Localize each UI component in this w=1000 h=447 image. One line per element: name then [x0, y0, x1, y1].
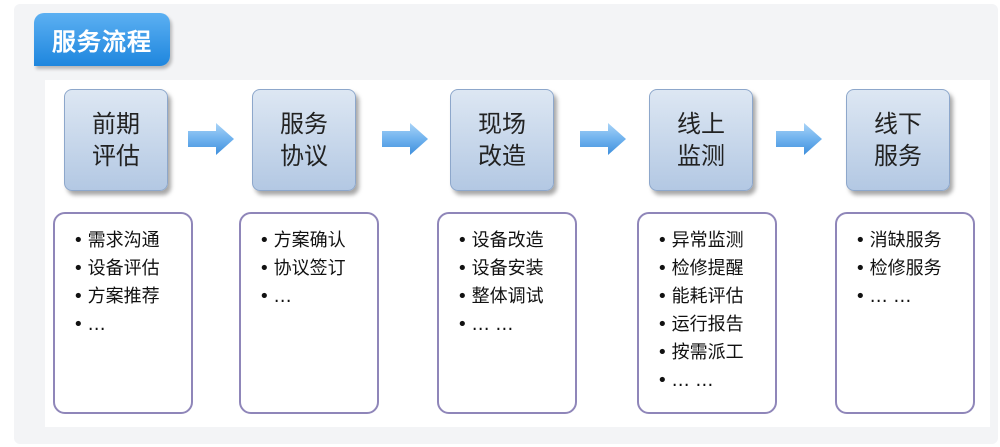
detail-item: … — [73, 311, 191, 339]
step-1-line1: 前期 — [92, 110, 140, 138]
detail-item: 运行报告 — [657, 311, 775, 339]
detail-box-3: 设备改造 设备安装 整体调试 … … — [437, 212, 577, 414]
step-2-line2: 协议 — [280, 142, 328, 170]
right-arrow-icon — [580, 123, 626, 155]
right-arrow-icon — [776, 123, 822, 155]
step-box-4: 线上 监测 — [649, 89, 753, 191]
detail-box-1: 需求沟通 设备评估 方案推荐 … — [53, 212, 193, 414]
step-box-3: 现场 改造 — [450, 89, 554, 191]
step-3-line2: 改造 — [478, 142, 526, 170]
detail-item: … … — [855, 283, 973, 311]
detail-item: 整体调试 — [457, 283, 575, 311]
detail-item: 方案推荐 — [73, 283, 191, 311]
detail-item: 能耗评估 — [657, 283, 775, 311]
detail-box-2: 方案确认 协议签订 … — [239, 212, 379, 414]
right-arrow-icon — [382, 123, 428, 155]
detail-item: 异常监测 — [657, 227, 775, 255]
detail-item: 检修提醒 — [657, 255, 775, 283]
step-3-line1: 现场 — [478, 110, 526, 138]
detail-item: 设备改造 — [457, 227, 575, 255]
detail-item: … … — [457, 311, 575, 339]
step-box-1: 前期 评估 — [64, 89, 168, 191]
right-arrow-icon — [188, 123, 234, 155]
step-5-line2: 服务 — [874, 142, 922, 170]
detail-box-5: 消缺服务 检修服务 … … — [835, 212, 975, 414]
detail-item: 设备评估 — [73, 255, 191, 283]
step-4-line1: 线上 — [677, 110, 725, 138]
detail-item: 按需派工 — [657, 339, 775, 367]
step-box-5: 线下 服务 — [846, 89, 950, 191]
detail-item: 方案确认 — [259, 227, 377, 255]
title-tag: 服务流程 — [34, 13, 170, 66]
step-1-line2: 评估 — [92, 142, 140, 170]
detail-item: 需求沟通 — [73, 227, 191, 255]
detail-item: 检修服务 — [855, 255, 973, 283]
step-box-2: 服务 协议 — [252, 89, 356, 191]
detail-item: 协议签订 — [259, 255, 377, 283]
detail-item: … — [259, 283, 377, 311]
detail-box-4: 异常监测 检修提醒 能耗评估 运行报告 按需派工 … … — [637, 212, 777, 414]
detail-item: 消缺服务 — [855, 227, 973, 255]
step-5-line1: 线下 — [874, 110, 922, 138]
step-4-line2: 监测 — [677, 142, 725, 170]
detail-item: … … — [657, 367, 775, 395]
detail-item: 设备安装 — [457, 255, 575, 283]
step-2-line1: 服务 — [280, 110, 328, 138]
